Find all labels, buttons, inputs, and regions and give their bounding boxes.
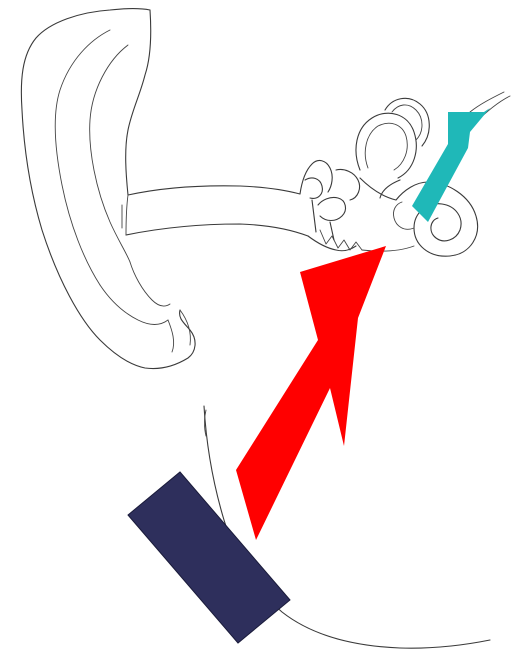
teal-arrow — [412, 108, 490, 222]
vibration-arrow — [236, 246, 386, 540]
nerve-arrow — [412, 108, 490, 222]
middle-ear — [300, 161, 362, 251]
ear-canal — [122, 186, 308, 236]
red-arrow — [236, 246, 386, 540]
